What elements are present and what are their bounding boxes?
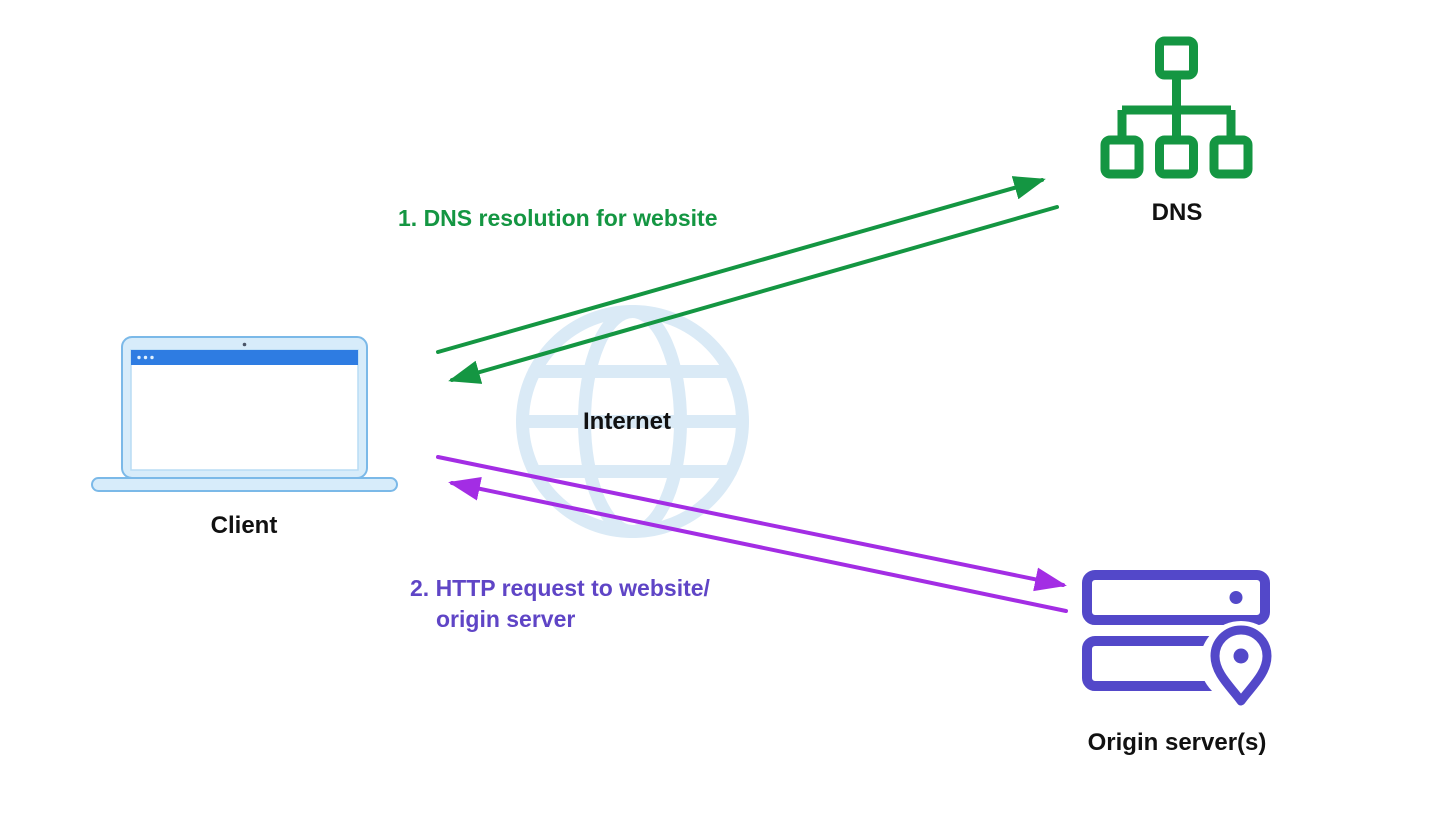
arrow-client-to-dns [436, 176, 1046, 354]
internet-globe-icon [516, 305, 749, 538]
dns-resolution-arrows [436, 176, 1059, 384]
laptop-browser-bar [131, 350, 358, 365]
dns-label: DNS [1151, 199, 1203, 226]
arrow-origin-to-client [448, 476, 1068, 613]
client-label: Client [210, 512, 278, 539]
origin-server-icon [1082, 570, 1282, 706]
client-laptop-icon [91, 336, 398, 492]
location-pin-icon [1210, 625, 1272, 706]
origin-server-label: Origin server(s) [1087, 729, 1267, 756]
internet-label: Internet [582, 408, 672, 435]
server-indicator-dot [1229, 591, 1243, 604]
laptop-display [130, 349, 359, 471]
location-pin-dot [1233, 648, 1249, 664]
dns-tree-icon [1100, 36, 1253, 179]
laptop-camera-dot [242, 342, 247, 347]
step2-http-request-label: 2. HTTP request to website/ origin serve… [410, 573, 710, 635]
http-request-arrows [436, 455, 1068, 613]
arrow-dns-to-client [448, 205, 1059, 384]
step2-line1: 2. HTTP request to website/ [410, 575, 710, 601]
step1-dns-resolution-label: 1. DNS resolution for website [398, 205, 718, 231]
step2-line2: origin server [436, 606, 576, 632]
laptop-base [91, 477, 398, 492]
arrow-client-to-origin [436, 455, 1067, 592]
